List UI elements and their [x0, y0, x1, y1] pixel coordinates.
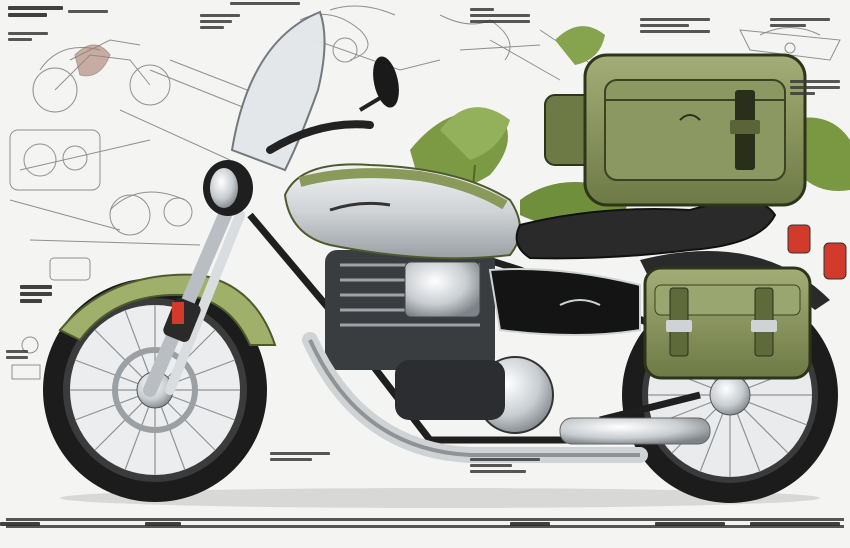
headlight [203, 160, 253, 216]
front-fork [143, 208, 245, 397]
sketch-top-right [739, 27, 841, 61]
foliage [410, 26, 850, 227]
annotation-mark [470, 458, 540, 476]
ground-shadow [60, 488, 820, 508]
saddle-bag [643, 266, 812, 380]
tail-bag [544, 53, 807, 207]
annotation-mark [770, 18, 830, 30]
annotation-mark [0, 522, 40, 529]
annotation-mark [750, 522, 840, 529]
front-fender [58, 273, 277, 346]
caption-scribble-rows [0, 516, 850, 548]
annotation-mark [68, 10, 108, 16]
rear-fender [640, 251, 830, 310]
handlebars [266, 56, 399, 154]
exhaust [302, 332, 711, 463]
annotation-mark [230, 2, 300, 8]
annotation-mark [200, 14, 240, 32]
annotation-mark [270, 452, 330, 464]
annotation-mark [8, 32, 48, 44]
annotation-mark [145, 522, 181, 529]
fuel-tank [283, 163, 521, 260]
sketch-left-small-parts [11, 257, 91, 380]
engine [325, 250, 554, 434]
annotation-mark [790, 80, 840, 98]
mirror [373, 56, 399, 108]
annotation-mark [20, 285, 52, 306]
annotation-mark [510, 522, 550, 529]
annotation-mark [8, 6, 63, 20]
annotation-mark [470, 8, 530, 26]
annotation-mark [655, 522, 725, 529]
sketch-left-engine [9, 129, 151, 231]
tail-lights [787, 224, 847, 280]
seat [515, 200, 777, 260]
sketch-left-lower-bike [29, 191, 201, 246]
annotation-mark [640, 18, 710, 36]
annotation-mark [6, 350, 28, 362]
sketch-top-left-bike [32, 39, 171, 113]
